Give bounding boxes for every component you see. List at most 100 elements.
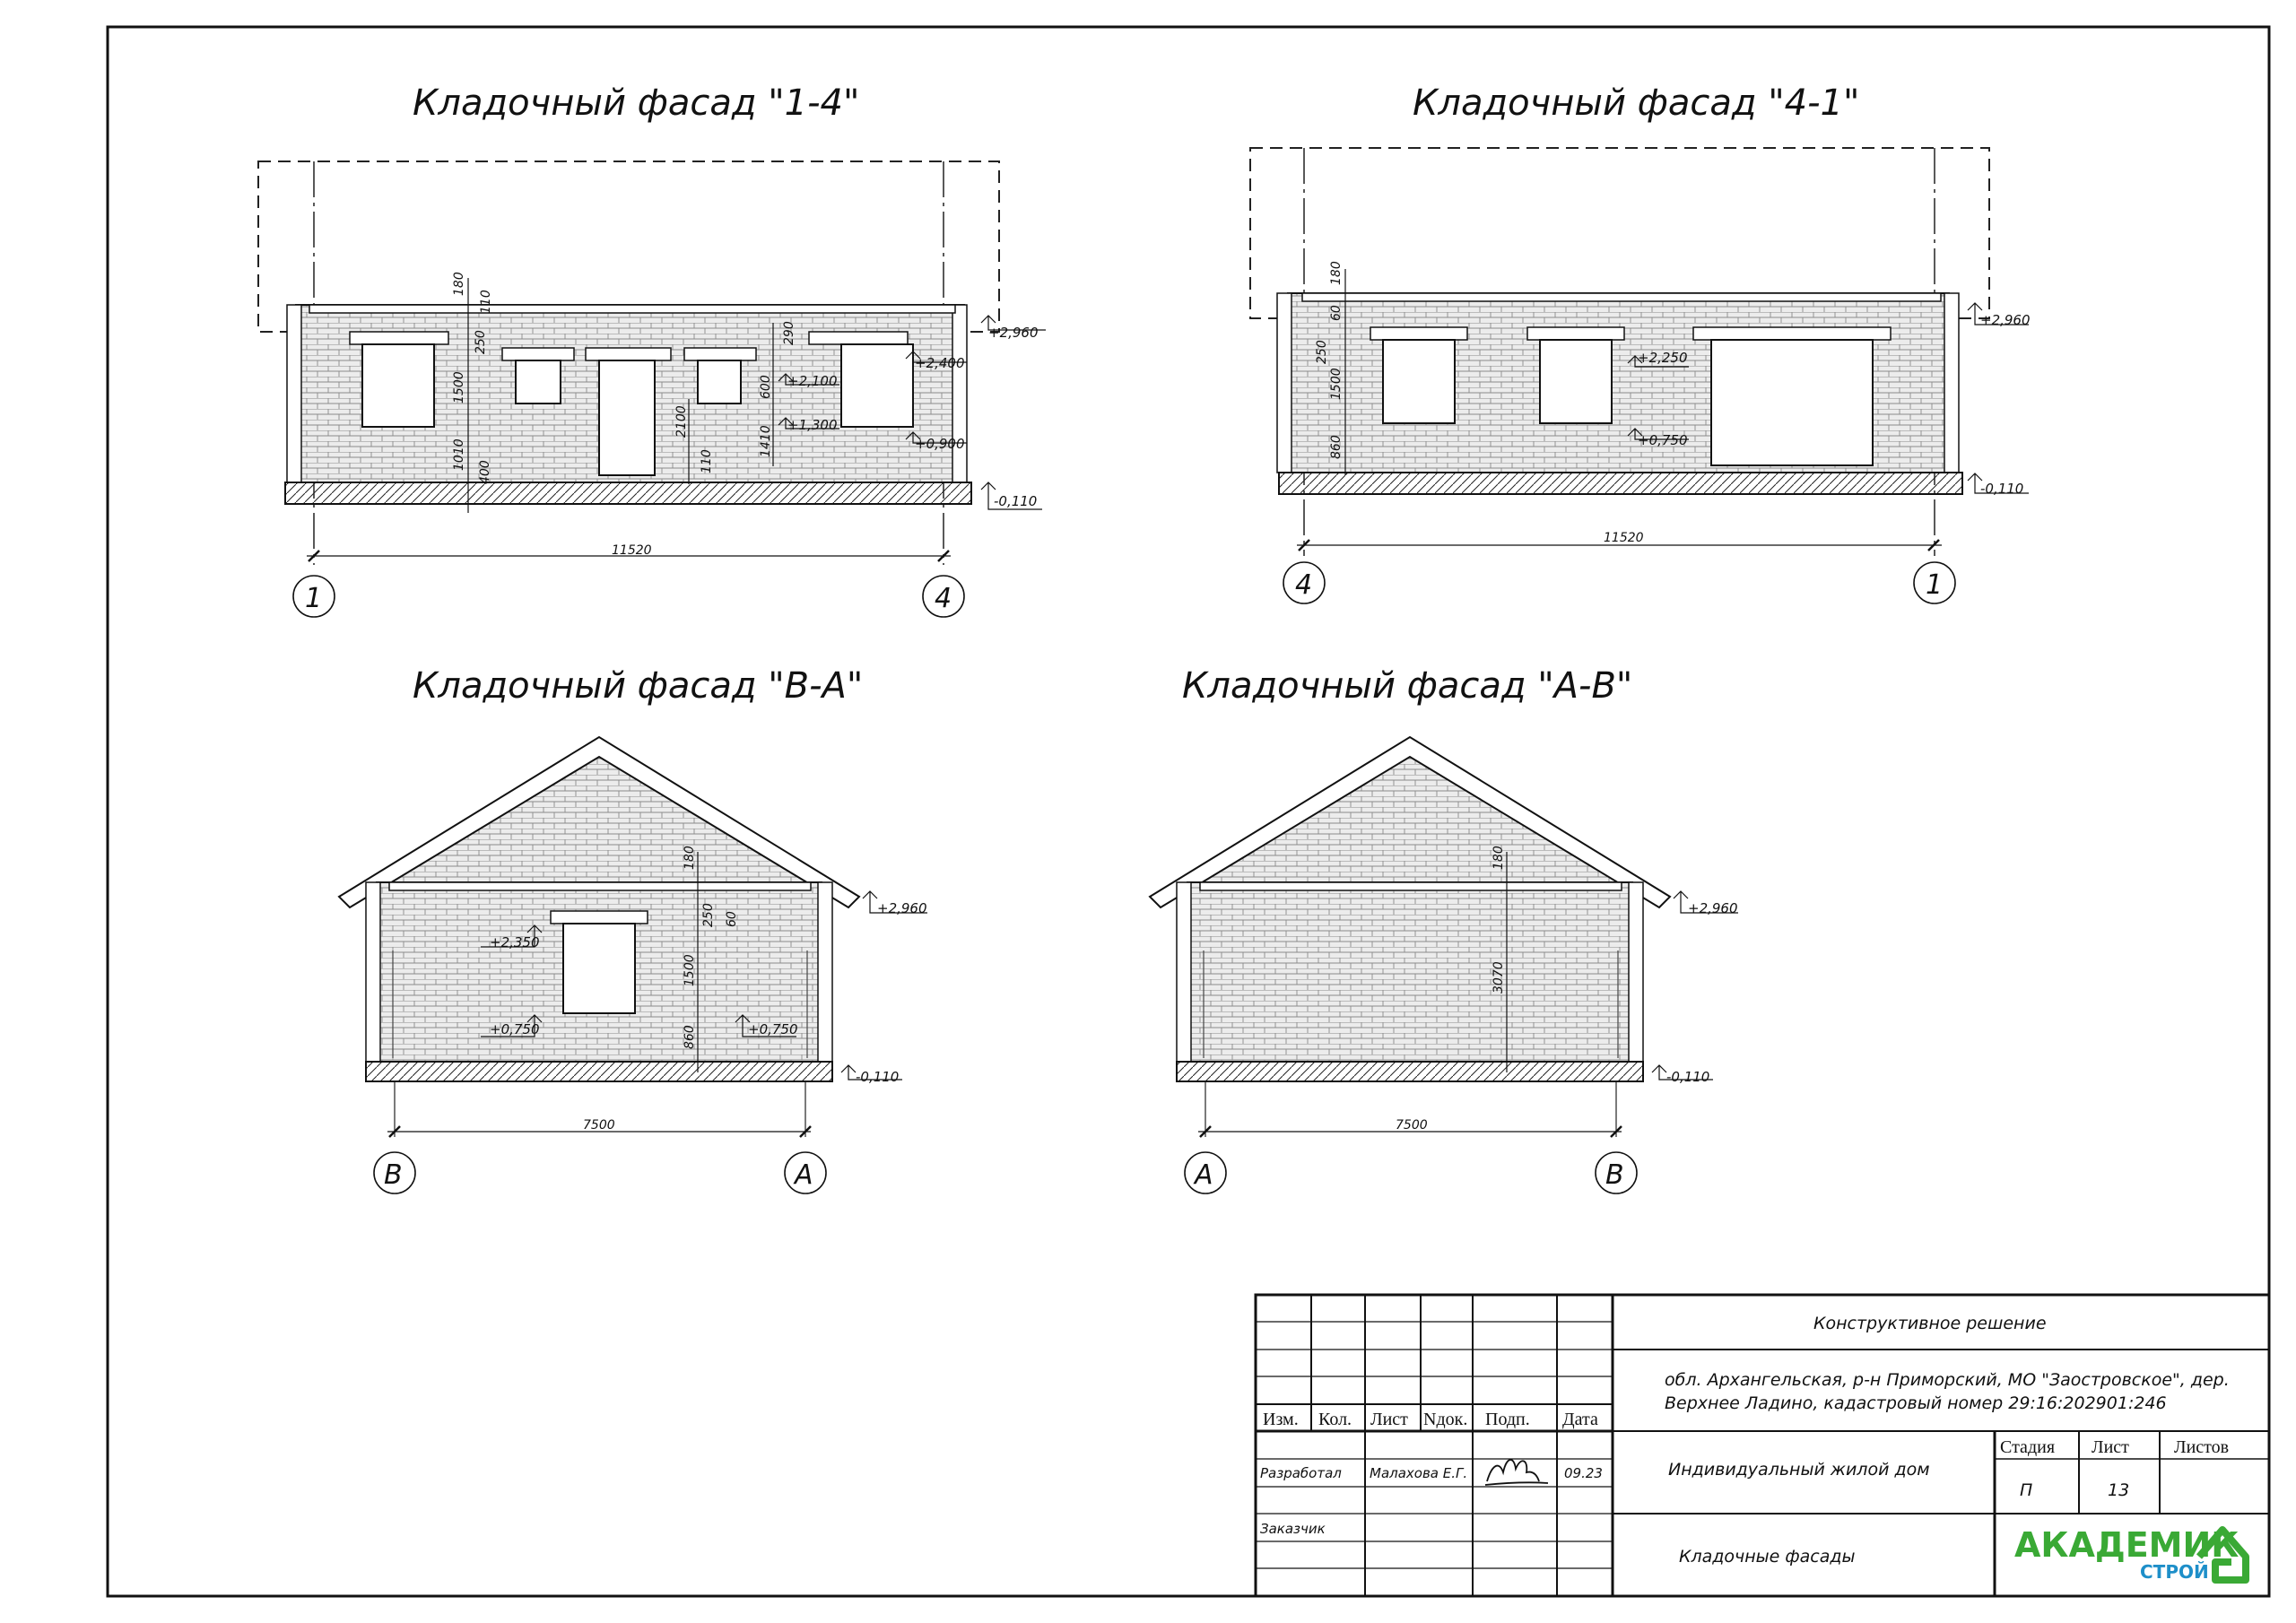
header-podp: Подп.: [1485, 1410, 1530, 1429]
lintel: [349, 331, 449, 345]
facade-4-1: Кладочный фасад "4-1" 180 60 250 1500 86…: [1249, 82, 2031, 604]
dim-overall-label: 7500: [1396, 1118, 1428, 1133]
developed-label: Разработал: [1260, 1465, 1342, 1481]
level-mark: +1,300: [787, 417, 838, 433]
dim-label: 110: [700, 449, 714, 473]
stage-value: П: [2020, 1480, 2032, 1500]
dim-label: 250: [1315, 340, 1329, 364]
wall-column-left: [365, 881, 381, 1063]
level-mark: +0,900: [915, 436, 965, 452]
dim-label: 110: [479, 290, 493, 314]
dim-overall-label: 11520: [1604, 531, 1644, 545]
level-mark-bottom: -0,110: [994, 493, 1037, 509]
axis-label: А: [1193, 1159, 1213, 1191]
wall-column-left: [286, 304, 302, 483]
axis-bubble: [784, 1151, 827, 1194]
axis-label: 4: [935, 583, 952, 614]
level-mark-top: +2,960: [1688, 900, 1738, 916]
dim-label: 600: [759, 375, 773, 399]
address-line-2: Верхнее Ладино, кадастровый номер 29:16:…: [1665, 1393, 2167, 1413]
level-mark: +2,400: [915, 355, 965, 371]
dim-label: 1500: [683, 954, 697, 986]
dim-label: 860: [683, 1025, 697, 1049]
header-list: Лист: [1370, 1410, 1408, 1429]
dim-label: 180: [452, 272, 466, 296]
foundation-strip: [1176, 1061, 1644, 1082]
wall-column-right: [1628, 881, 1644, 1063]
dim-label: 180: [1492, 846, 1506, 870]
axis-bubble: [1913, 561, 1956, 604]
wall-column-right: [1944, 292, 1960, 473]
wide-window-opening: [1710, 339, 1874, 466]
facade-v-a: Кладочный фасад "В-А" 180 250 60 1500 86…: [337, 665, 927, 1194]
axis-bubble: [373, 1151, 416, 1194]
axis-bubble: [1184, 1151, 1227, 1194]
dim-label: 860: [1329, 435, 1344, 459]
level-mark-bottom: -0,110: [1666, 1069, 1709, 1085]
axis-label: А: [793, 1159, 813, 1191]
signature-icon: [1484, 1459, 1549, 1486]
lintel: [808, 331, 909, 345]
lintel: [585, 347, 672, 361]
dim-label: 290: [782, 321, 796, 345]
dim-label: 1410: [759, 425, 773, 457]
sheet-frame: [106, 25, 2271, 1598]
dim-label: 250: [474, 330, 488, 354]
dim-label: 3070: [1492, 961, 1506, 994]
logo-sub-text: СТРОЙ: [2140, 1561, 2209, 1583]
gable-roof: [337, 735, 861, 909]
window-opening: [562, 923, 636, 1014]
window-opening: [515, 360, 561, 404]
developed-date: 09.23: [1564, 1465, 1603, 1481]
level-mark: +2,100: [787, 373, 838, 389]
level-mark: +2,250: [1638, 350, 1688, 366]
lintel: [501, 347, 575, 361]
facade-title: Кладочный фасад "4-1": [1413, 82, 1859, 124]
sheet-value: 13: [2108, 1480, 2129, 1500]
level-mark: +0,750: [490, 1021, 540, 1037]
level-mark: +0,750: [748, 1021, 798, 1037]
brick-wall: [1187, 881, 1633, 1063]
dim-label: 1010: [452, 438, 466, 471]
header-data: Дата: [1562, 1410, 1598, 1429]
facade-title: Кладочный фасад "1-4": [413, 82, 859, 124]
level-mark-bottom: -0,110: [856, 1069, 899, 1085]
door-opening: [598, 360, 656, 476]
axis-label: 4: [1295, 569, 1312, 601]
company-logo: АКАДЕМИК СТРОЙ: [2014, 1525, 2249, 1584]
dim-overall-label: 11520: [612, 543, 652, 558]
lintel: [1370, 326, 1468, 341]
facade-1-4: Кладочный фасад "1-4" 180 110 250 1500 1…: [257, 82, 1046, 618]
gable-brick: [387, 751, 811, 882]
dim-label: 180: [683, 846, 697, 870]
object-name: Индивидуальный жилой дом: [1668, 1460, 1930, 1480]
wall-column-left: [1176, 881, 1192, 1063]
dim-label: 1500: [452, 371, 466, 404]
wall-column-right: [817, 881, 833, 1063]
axis-label: В: [384, 1159, 403, 1191]
header-izm: Изм.: [1263, 1410, 1299, 1429]
top-beam: [1301, 292, 1942, 302]
level-mark-top: +2,960: [988, 325, 1039, 341]
window-opening: [840, 343, 914, 428]
wall-column-right: [952, 304, 968, 483]
level-mark: +0,750: [1638, 432, 1688, 448]
dim-label: 250: [701, 903, 716, 927]
dim-label: 60: [725, 911, 739, 927]
foundation-strip: [1278, 472, 1963, 495]
foundation-strip: [284, 482, 972, 505]
axis-bubble: [922, 575, 965, 618]
lintel: [1526, 326, 1625, 341]
facade-title: Кладочный фасад "А-В": [1182, 665, 1632, 707]
logo-house-icon: [2196, 1526, 2249, 1584]
top-beam: [1199, 881, 1622, 891]
level-mark: +2,350: [490, 934, 540, 950]
lintel: [550, 910, 648, 924]
level-mark-top: +2,960: [877, 900, 927, 916]
top-beam: [388, 881, 812, 891]
foundation-strip: [365, 1061, 833, 1082]
developer-name: Малахова Е.Г.: [1370, 1465, 1467, 1481]
window-opening: [697, 360, 742, 404]
axis-bubble: [1283, 561, 1326, 604]
level-mark-bottom: -0,110: [1980, 481, 2023, 497]
